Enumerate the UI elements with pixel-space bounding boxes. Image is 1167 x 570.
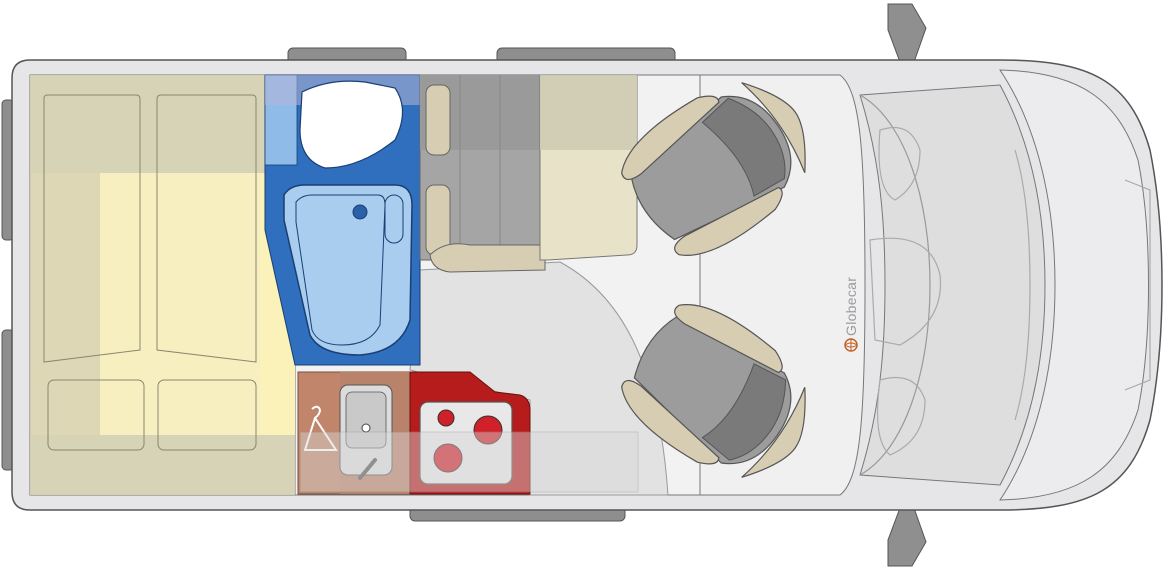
windscreen <box>859 84 1046 486</box>
cushion-3 <box>47 379 145 451</box>
driver-seat <box>621 82 806 256</box>
kitchen-overhead-shelf <box>299 431 639 493</box>
rear-bed <box>29 74 296 496</box>
burner-1 <box>437 409 455 427</box>
sink-inner <box>345 391 387 449</box>
shower-tray <box>283 184 413 356</box>
drain-icon <box>352 204 368 220</box>
dinette-bench <box>419 74 546 273</box>
burner-2 <box>473 415 503 445</box>
brand-name: Globecar <box>843 277 859 336</box>
bench-footrest <box>429 243 546 273</box>
right-mirror <box>887 507 927 567</box>
cushion-1 <box>43 94 141 363</box>
shower-basin <box>295 194 386 346</box>
table-edge-shade <box>540 75 637 150</box>
tap-icon <box>358 458 377 480</box>
cushion-4 <box>157 379 257 451</box>
cushion-2 <box>156 94 257 363</box>
hood <box>999 69 1149 501</box>
passenger-seat <box>621 304 806 478</box>
brand-logo: Globecar <box>843 277 859 352</box>
kitchen <box>297 371 639 495</box>
steering-area <box>869 126 1151 456</box>
bathroom <box>264 74 421 366</box>
bench-armrest-2 <box>425 184 451 256</box>
left-mirror <box>887 3 927 63</box>
hanger-icon <box>303 405 338 451</box>
sink-drain-icon <box>361 423 371 433</box>
bed-cushions <box>43 94 257 451</box>
bench-armrest-1 <box>425 84 451 156</box>
toilet <box>299 80 404 169</box>
globe-logo-icon <box>844 338 858 352</box>
wash-niche <box>384 194 404 244</box>
dashboard <box>859 94 931 476</box>
burner-3 <box>433 443 463 473</box>
